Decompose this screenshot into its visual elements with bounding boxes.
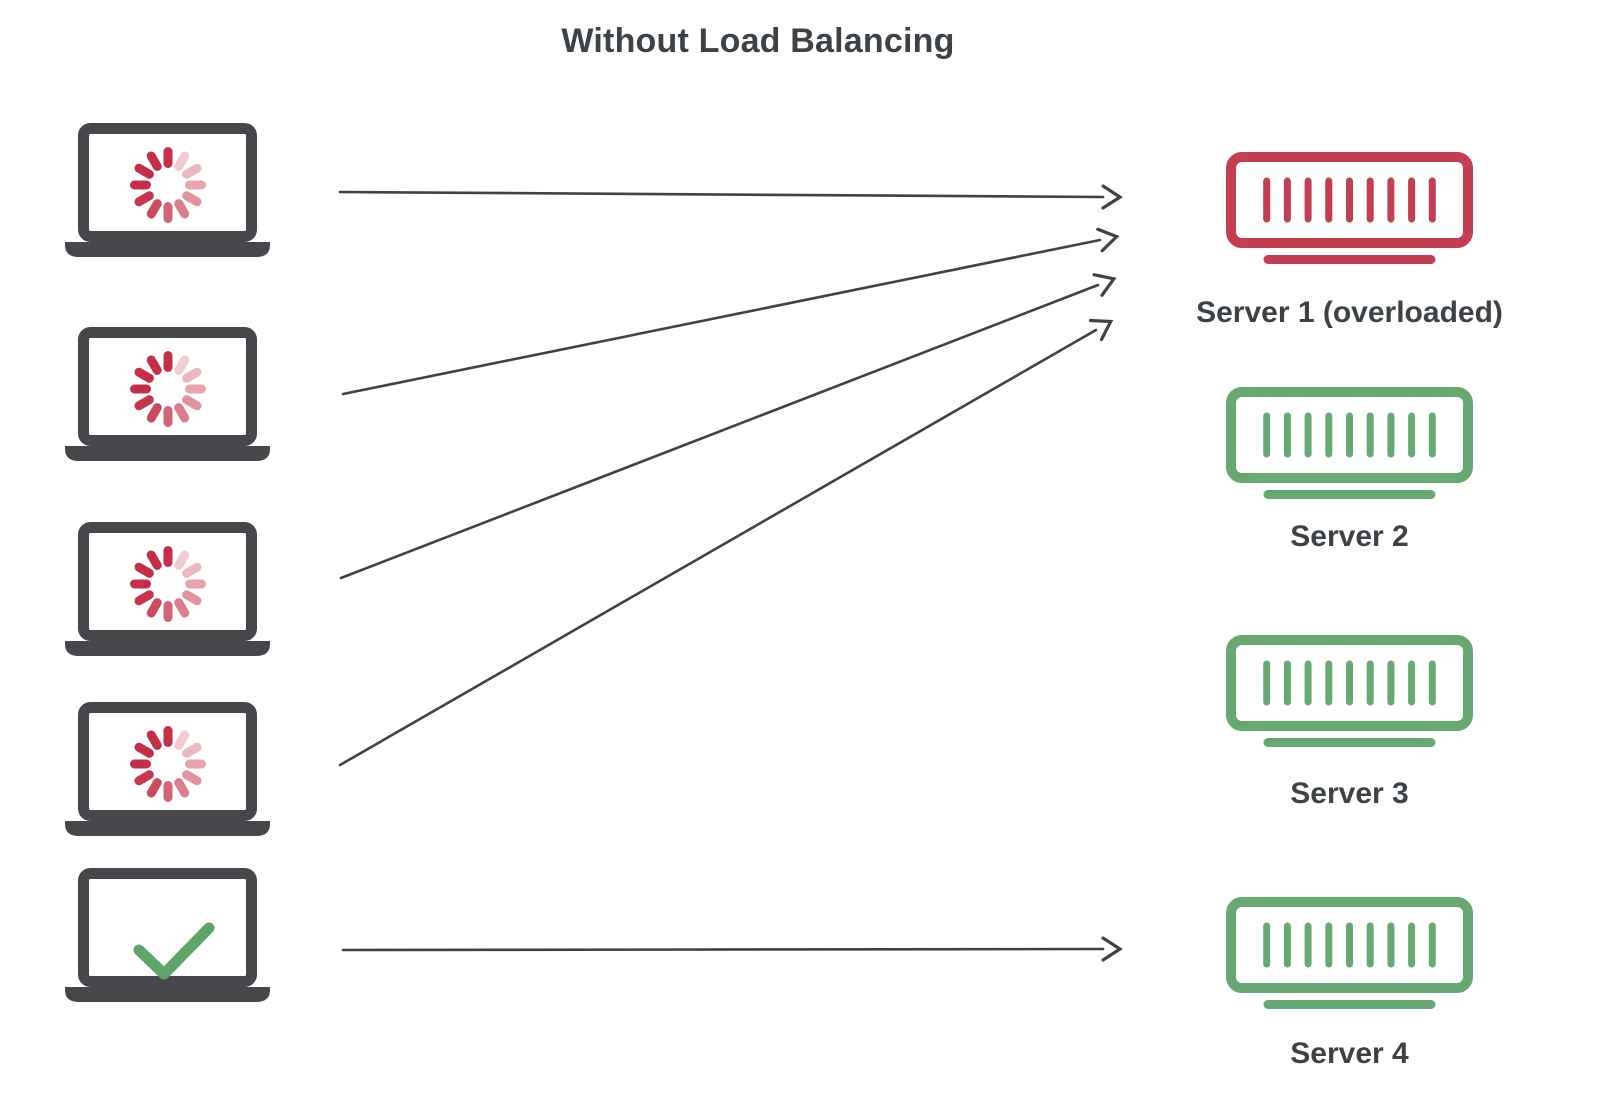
server-label-1: Server 1 (overloaded) — [1196, 296, 1503, 329]
server-base — [1263, 738, 1436, 747]
laptop-base — [65, 446, 270, 461]
laptop-screen — [78, 868, 257, 987]
laptop-screen — [78, 702, 257, 821]
laptop-base — [65, 641, 270, 656]
server-base — [1263, 255, 1436, 264]
server-4 — [1226, 897, 1473, 1009]
server-base — [1263, 1000, 1436, 1009]
server-vents — [1263, 922, 1436, 968]
laptop-base — [65, 821, 270, 836]
connection-arrow-5 — [341, 936, 1123, 962]
loading-spinner-icon — [130, 726, 206, 802]
diagram-title: Without Load Balancing — [561, 22, 955, 60]
laptop-screen — [78, 123, 257, 242]
check-icon — [133, 922, 215, 980]
server-base — [1263, 490, 1436, 499]
connection-arrow-1 — [338, 184, 1123, 210]
server-3 — [1226, 635, 1473, 747]
client-laptop-3 — [65, 522, 270, 656]
client-laptop-5 — [65, 868, 270, 1002]
server-vents — [1263, 412, 1436, 458]
server-1 — [1226, 152, 1473, 264]
laptop-screen — [78, 522, 257, 641]
server-2 — [1226, 387, 1473, 499]
server-label-2: Server 2 — [1290, 520, 1409, 553]
laptop-base — [65, 242, 270, 257]
client-laptop-2 — [65, 327, 270, 461]
server-vents — [1263, 660, 1436, 706]
server-label-4: Server 4 — [1290, 1037, 1409, 1070]
client-laptop-1 — [65, 123, 270, 257]
client-laptop-4 — [65, 702, 270, 836]
loading-spinner-icon — [130, 546, 206, 622]
server-label-3: Server 3 — [1290, 777, 1409, 810]
loading-spinner-icon — [130, 351, 206, 427]
connection-arrow-2 — [341, 227, 1120, 396]
server-vents — [1263, 177, 1436, 223]
laptop-screen — [78, 327, 257, 446]
laptop-base — [65, 987, 270, 1002]
connection-arrow-3 — [339, 273, 1117, 580]
loading-spinner-icon — [130, 147, 206, 223]
connection-arrow-4 — [338, 318, 1114, 767]
